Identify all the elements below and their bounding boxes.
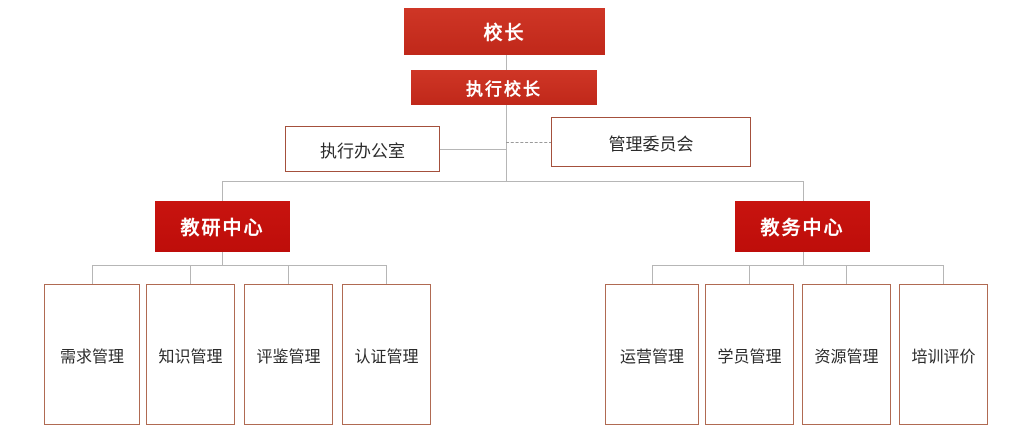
connector-research-center-drop bbox=[222, 252, 223, 265]
node-training-evaluation-label: 培训评价 bbox=[911, 348, 976, 366]
node-resource-management[interactable]: 资源管理 bbox=[802, 284, 891, 425]
node-operations-management[interactable]: 运营管理 bbox=[605, 284, 699, 425]
connector-executive-trunk bbox=[506, 105, 507, 181]
connector-bus-to-academic-center bbox=[803, 181, 804, 201]
node-operations-management-label: 运营管理 bbox=[619, 348, 684, 366]
node-trainee-management[interactable]: 学员管理 bbox=[705, 284, 794, 425]
node-research-center[interactable]: 教研中心 bbox=[155, 201, 290, 252]
connector-bus-right-group bbox=[652, 265, 944, 266]
node-demand-management[interactable]: 需求管理 bbox=[44, 284, 140, 425]
connector-bus-to-research-center bbox=[222, 181, 223, 201]
node-research-center-label: 教研中心 bbox=[180, 218, 265, 239]
connector-left-child-3 bbox=[288, 265, 289, 284]
node-academic-center[interactable]: 教务中心 bbox=[735, 201, 870, 252]
node-certification-management-label: 认证管理 bbox=[354, 348, 419, 366]
node-knowledge-management[interactable]: 知识管理 bbox=[146, 284, 235, 425]
connector-bus-centers bbox=[222, 181, 804, 182]
node-management-committee-label: 管理委员会 bbox=[608, 134, 694, 154]
connector-right-child-1 bbox=[652, 265, 653, 284]
node-certification-management[interactable]: 认证管理 bbox=[342, 284, 431, 425]
connector-principal-to-executive bbox=[506, 55, 507, 70]
node-knowledge-management-label: 知识管理 bbox=[158, 348, 223, 366]
node-appraisal-management-label: 评鉴管理 bbox=[256, 348, 321, 366]
connector-left-child-4 bbox=[386, 265, 387, 284]
node-executive-principal-label: 执行校长 bbox=[466, 80, 542, 99]
node-appraisal-management[interactable]: 评鉴管理 bbox=[244, 284, 333, 425]
node-resource-management-label: 资源管理 bbox=[814, 348, 879, 366]
connector-left-child-2 bbox=[190, 265, 191, 284]
connector-right-child-2 bbox=[749, 265, 750, 284]
node-training-evaluation[interactable]: 培训评价 bbox=[899, 284, 988, 425]
connector-academic-center-drop bbox=[803, 252, 804, 265]
connector-bus-left-group bbox=[92, 265, 386, 266]
node-trainee-management-label: 学员管理 bbox=[717, 348, 782, 366]
connector-right-child-4 bbox=[943, 265, 944, 284]
node-executive-principal[interactable]: 执行校长 bbox=[411, 70, 597, 105]
connector-office-to-trunk bbox=[440, 149, 507, 150]
node-principal-label: 校长 bbox=[483, 23, 526, 44]
node-executive-office[interactable]: 执行办公室 bbox=[285, 126, 440, 172]
node-principal[interactable]: 校长 bbox=[404, 8, 605, 55]
node-demand-management-label: 需求管理 bbox=[59, 348, 124, 366]
node-academic-center-label: 教务中心 bbox=[760, 218, 845, 239]
connector-trunk-to-committee-dashed bbox=[506, 142, 552, 143]
node-management-committee[interactable]: 管理委员会 bbox=[551, 117, 751, 167]
connector-right-child-3 bbox=[846, 265, 847, 284]
node-executive-office-label: 执行办公室 bbox=[320, 141, 405, 161]
connector-left-child-1 bbox=[92, 265, 93, 284]
